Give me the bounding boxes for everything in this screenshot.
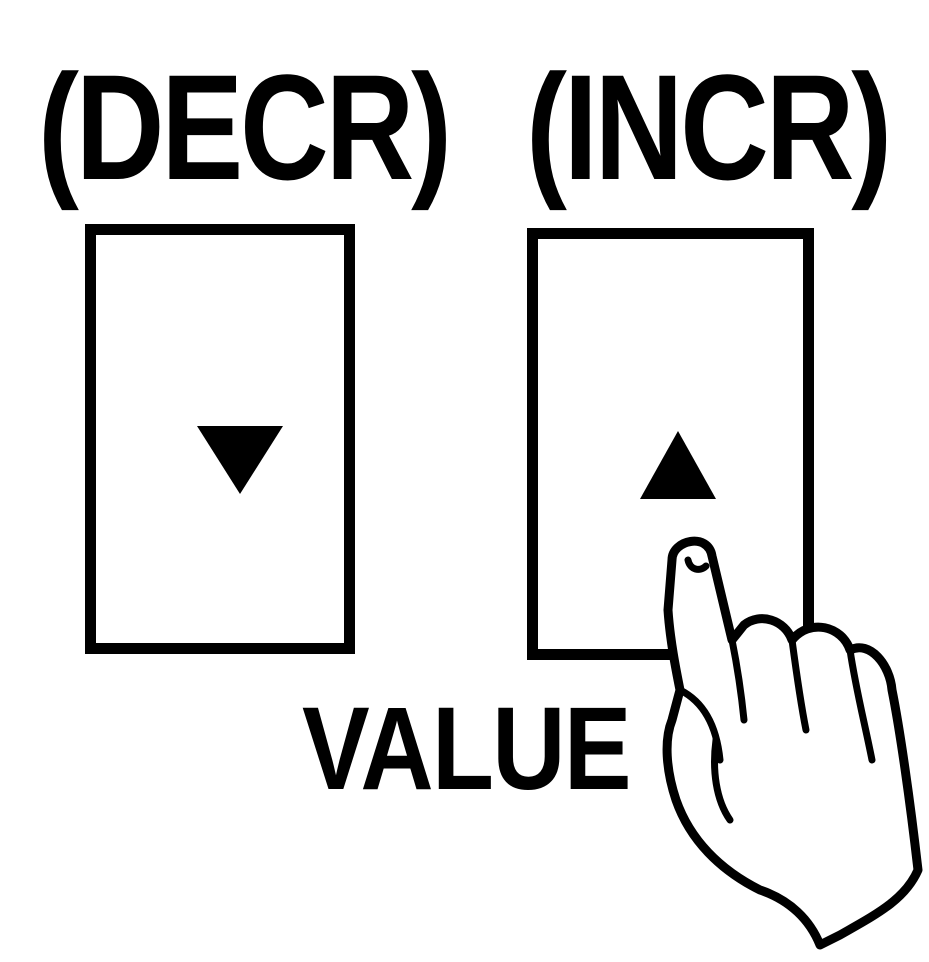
triangle-up-icon <box>640 431 716 499</box>
triangle-down-icon <box>197 426 283 494</box>
decrement-label: (DECR) <box>38 43 452 211</box>
increment-label: (INCR) <box>526 43 892 211</box>
decrement-button[interactable] <box>85 224 355 654</box>
value-label: VALUE <box>302 683 632 815</box>
